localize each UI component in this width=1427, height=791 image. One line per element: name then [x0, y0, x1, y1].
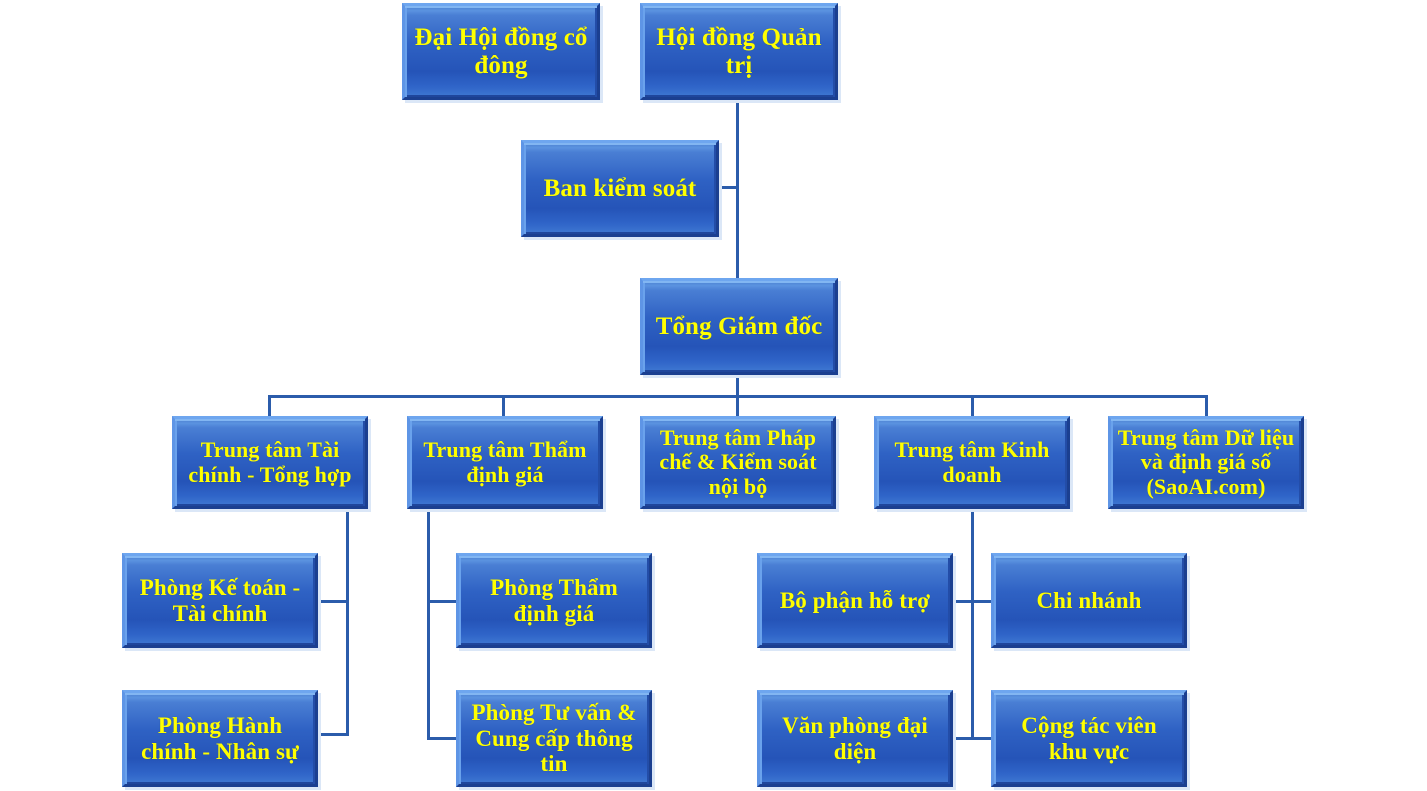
node-label: Phòng Tư vấn & Cung cấp thông tin: [471, 699, 637, 777]
node-label: Ban kiểm soát: [543, 174, 697, 202]
node-label: Bộ phận hỗ trợ: [779, 587, 931, 613]
node-label: Hội đồng Quản trị: [656, 23, 822, 79]
node-label: Văn phòng đại diện: [782, 712, 928, 764]
node-label: Trung tâm Pháp chế & Kiểm soát nội bộ: [659, 424, 817, 499]
connector-valuation-spine: [427, 508, 430, 740]
node-label: Đại Hội đồng cổ đông: [414, 23, 588, 79]
node-label: Trung tâm Thẩm định giá: [423, 436, 587, 487]
connector-drop-center-legal: [736, 395, 739, 418]
node-label: Trung tâm Kinh doanh: [894, 436, 1050, 487]
node-unit-rep-office[interactable]: Văn phòng đại diện: [757, 690, 953, 787]
node-supervisory-board[interactable]: Ban kiểm soát: [521, 140, 719, 237]
connector-business-to-branch: [971, 600, 995, 603]
connector-finance-to-admin: [316, 733, 349, 736]
connector-drop-center-data: [1205, 395, 1208, 418]
connector-business-to-collab: [971, 737, 995, 740]
node-dept-admin-hr[interactable]: Phòng Hành chính - Nhân sự: [122, 690, 318, 787]
connector-director-drop: [736, 373, 739, 398]
node-label: Trung tâm Tài chính - Tổng hợp: [188, 436, 352, 487]
node-label: Phòng Hành chính - Nhân sự: [141, 712, 299, 764]
connector-business-spine: [971, 508, 974, 740]
node-label: Trung tâm Dữ liệu và định giá số (SaoAI.…: [1117, 424, 1295, 499]
connector-business-to-support: [950, 600, 974, 603]
node-unit-branch[interactable]: Chi nhánh: [991, 553, 1187, 648]
node-label: Phòng Thẩm định giá: [490, 574, 618, 626]
connector-supervisory-stub: [719, 186, 739, 189]
node-shareholders-assembly[interactable]: Đại Hội đồng cổ đông: [402, 3, 600, 100]
node-label: Tổng Giám đốc: [655, 312, 823, 340]
node-center-data[interactable]: Trung tâm Dữ liệu và định giá số (SaoAI.…: [1108, 416, 1304, 509]
node-center-finance[interactable]: Trung tâm Tài chính - Tổng hợp: [172, 416, 368, 509]
connector-drop-center-business: [971, 395, 974, 418]
node-board-of-directors[interactable]: Hội đồng Quản trị: [640, 3, 838, 100]
connector-drop-center-finance: [268, 395, 271, 418]
node-dept-consulting[interactable]: Phòng Tư vấn & Cung cấp thông tin: [456, 690, 652, 787]
node-dept-valuation[interactable]: Phòng Thẩm định giá: [456, 553, 652, 648]
node-unit-collaborators[interactable]: Cộng tác viên khu vực: [991, 690, 1187, 787]
node-general-director[interactable]: Tổng Giám đốc: [640, 278, 838, 375]
node-label: Cộng tác viên khu vực: [1021, 712, 1157, 764]
connector-finance-to-accounting: [316, 600, 349, 603]
connector-finance-spine: [346, 508, 349, 736]
node-center-legal[interactable]: Trung tâm Pháp chế & Kiểm soát nội bộ: [640, 416, 836, 509]
node-label: Chi nhánh: [1036, 587, 1142, 613]
node-dept-accounting[interactable]: Phòng Kế toán - Tài chính: [122, 553, 318, 648]
node-unit-support[interactable]: Bộ phận hỗ trợ: [757, 553, 953, 648]
connector-drop-center-valuation: [502, 395, 505, 418]
connector-board-to-director: [736, 100, 739, 280]
node-center-valuation[interactable]: Trung tâm Thẩm định giá: [407, 416, 603, 509]
node-center-business[interactable]: Trung tâm Kinh doanh: [874, 416, 1070, 509]
connector-valuation-to-dept: [427, 600, 459, 603]
node-label: Phòng Kế toán - Tài chính: [139, 574, 301, 626]
connector-business-to-repoffice: [950, 737, 974, 740]
connector-valuation-to-consulting: [427, 737, 459, 740]
